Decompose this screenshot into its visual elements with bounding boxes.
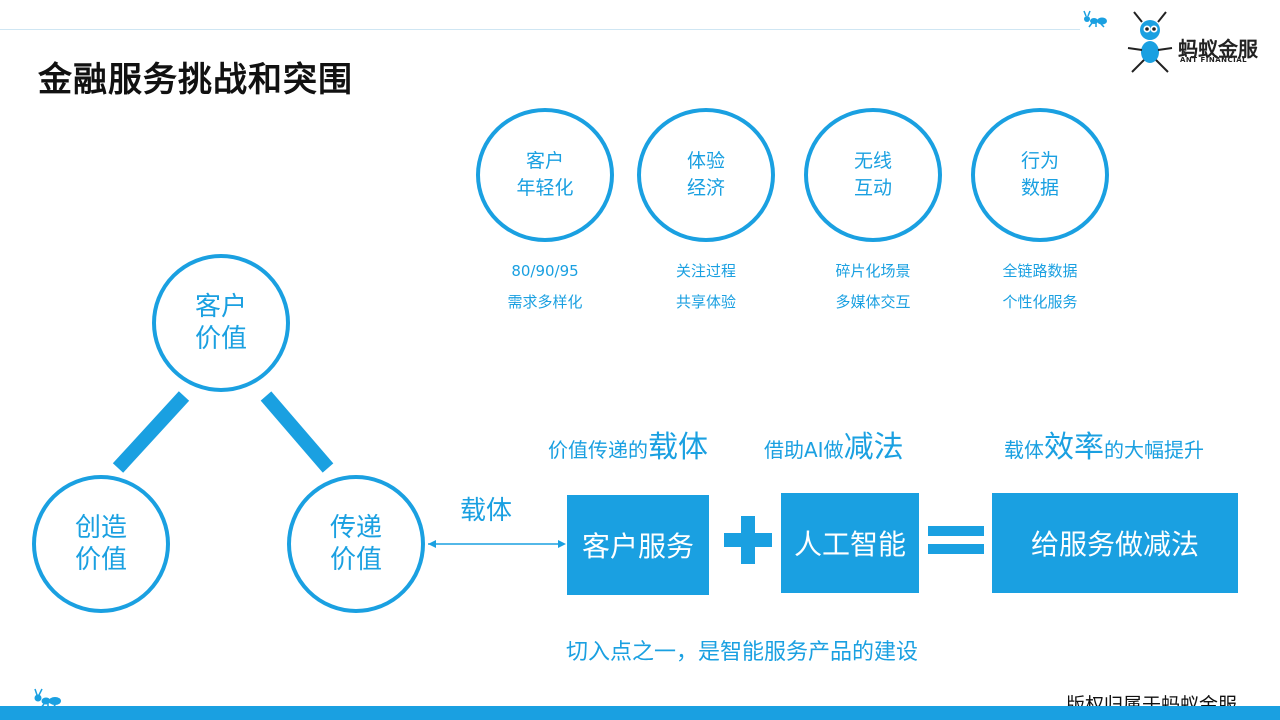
create-value-circle: 创造 价值: [32, 475, 170, 613]
header-divider: [0, 29, 1080, 30]
connector-left: [112, 391, 190, 473]
trend-label: 体验 经济: [686, 150, 725, 199]
deliver-value-label: 传递 价值: [329, 513, 382, 575]
caption-emphasis: 减法: [843, 430, 904, 465]
connector-right: [260, 391, 334, 473]
customer-service-box: 客户服务: [567, 495, 709, 595]
page-title: 金融服务挑战和突围: [38, 60, 353, 100]
subtract-service-box: 给服务做减法: [992, 493, 1238, 593]
caption-emphasis: 载体: [648, 430, 708, 465]
trend-circle-experience-economy: 体验 经济: [637, 108, 775, 242]
caption-efficiency: 载体效率的大幅提升: [1004, 422, 1204, 466]
caption-carrier: 价值传递的载体: [548, 422, 708, 466]
logo-subtext: ANT FINANCIAL: [1180, 56, 1248, 64]
caption-text: 借助AI做: [764, 438, 844, 462]
create-value-label: 创造 价值: [74, 513, 127, 575]
ant-icon: [34, 688, 61, 710]
value-connectors: [112, 391, 566, 548]
carrier-label: 载体: [460, 496, 513, 526]
trend-description: 全链路数据 个性化服务: [1002, 262, 1078, 311]
arrow-head-left-icon: [428, 540, 436, 548]
trend-label: 客户 年轻化: [516, 150, 574, 199]
trend-description: 关注过程 共享体验: [675, 262, 736, 311]
ai-box: 人工智能: [781, 493, 919, 593]
trend-circle-mobile-interaction: 无线 互动: [804, 108, 942, 242]
trend-label: 无线 互动: [853, 150, 892, 199]
bottom-note: 切入点之一，是智能服务产品的建设: [566, 640, 919, 665]
trend-circle-behavior-data: 行为 数据: [971, 108, 1109, 242]
caption-ai-subtraction: 借助AI做减法: [764, 422, 904, 466]
equals-icon: [928, 526, 984, 554]
trend-description: 碎片化场景 多媒体交互: [835, 262, 911, 311]
caption-emphasis: 效率: [1044, 430, 1104, 465]
arrow-head-right-icon: [558, 540, 566, 548]
caption-text: 载体: [1004, 438, 1044, 462]
customer-value-label: 客户 价值: [194, 292, 247, 354]
footer-bar: [0, 706, 1280, 720]
ant-icon: [1083, 10, 1107, 28]
trend-description: 80/90/95 需求多样化: [507, 262, 583, 311]
customer-value-circle: 客户 价值: [152, 254, 290, 392]
caption-text: 的大幅提升: [1104, 438, 1204, 462]
trend-label: 行为 数据: [1020, 150, 1059, 199]
deliver-value-circle: 传递 价值: [287, 475, 425, 613]
logo-text: 蚂蚁金服: [1178, 37, 1258, 61]
trend-circle-young-customers: 客户 年轻化: [476, 108, 614, 242]
plus-icon: [724, 516, 772, 564]
ant-financial-logo-icon: [1127, 11, 1173, 73]
caption-text: 价值传递的: [548, 438, 648, 462]
